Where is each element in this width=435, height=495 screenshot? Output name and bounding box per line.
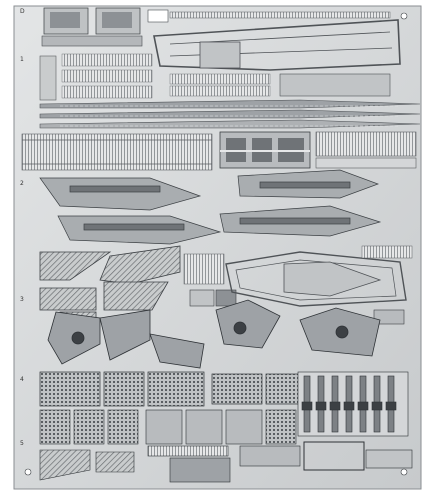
part-number-5: 5 [20,440,24,447]
bottom-parts-row-2 [39,441,413,483]
grille-panels [39,371,301,407]
small-bits-middle [183,253,237,307]
top-ladder-strip [169,11,391,19]
wing-pieces [47,299,381,369]
corner-mark-label: D [20,8,25,15]
right-small-bits [361,245,413,325]
right-ladder-grid [315,131,417,169]
crane-arm-left [39,177,222,245]
part-number-1: 1 [20,56,24,63]
vertical-railing-bank [21,133,213,171]
part-number-4: 4 [20,376,24,383]
ladder-rows-left [39,53,153,101]
long-hull-strips [39,99,421,129]
gun-barrel-bank [297,371,409,437]
top-left-parts [41,7,169,47]
right-ladder-block [169,73,391,97]
part-number-2: 2 [20,180,24,187]
alignment-holes [24,12,408,476]
curved-hull-outline [225,251,407,307]
deck-rail-frame [153,19,401,71]
bridge-panels [219,131,311,169]
bottom-parts-row-1 [39,409,297,445]
crane-arm-right [219,169,382,237]
part-number-3: 3 [20,296,24,303]
